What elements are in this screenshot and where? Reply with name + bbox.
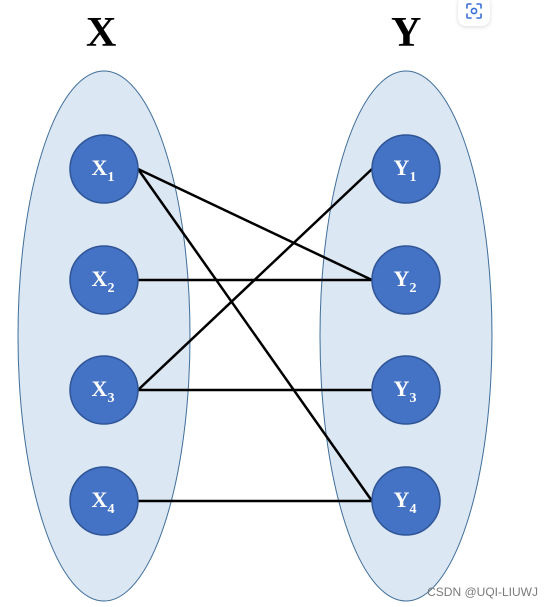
node-circle	[69, 245, 139, 315]
set-y-ellipse	[319, 70, 493, 602]
node-circle	[69, 134, 139, 204]
node-label: X3	[92, 376, 115, 406]
node-circle	[69, 355, 139, 425]
node-x3: X3	[69, 355, 139, 425]
node-label: Y2	[394, 266, 417, 296]
node-circle	[371, 466, 441, 536]
edge-x1-y4	[136, 168, 374, 502]
set-x-ellipse	[17, 70, 191, 602]
node-y1: Y1	[371, 134, 441, 204]
node-label: Y4	[394, 487, 417, 517]
node-y3: Y3	[371, 355, 441, 425]
node-label: X4	[92, 487, 115, 517]
image-lens-button[interactable]	[458, 0, 490, 26]
edge-x1-y2	[137, 167, 373, 282]
node-circle	[371, 245, 441, 315]
node-y2: Y2	[371, 245, 441, 315]
node-x4: X4	[69, 466, 139, 536]
node-x1: X1	[69, 134, 139, 204]
node-circle	[371, 134, 441, 204]
node-y4: Y4	[371, 466, 441, 536]
lens-icon	[466, 3, 482, 19]
node-label: Y1	[394, 155, 417, 185]
node-circle	[69, 466, 139, 536]
set-x-title: X	[86, 10, 117, 56]
node-label: X2	[92, 266, 115, 296]
edge-x3-y1	[137, 168, 373, 391]
set-y-title: Y	[391, 10, 422, 56]
watermark: CSDN @UQI-LIUWJ	[427, 585, 538, 599]
node-x2: X2	[69, 245, 139, 315]
node-circle	[371, 355, 441, 425]
node-label: Y3	[394, 376, 417, 406]
node-label: X1	[92, 155, 115, 185]
